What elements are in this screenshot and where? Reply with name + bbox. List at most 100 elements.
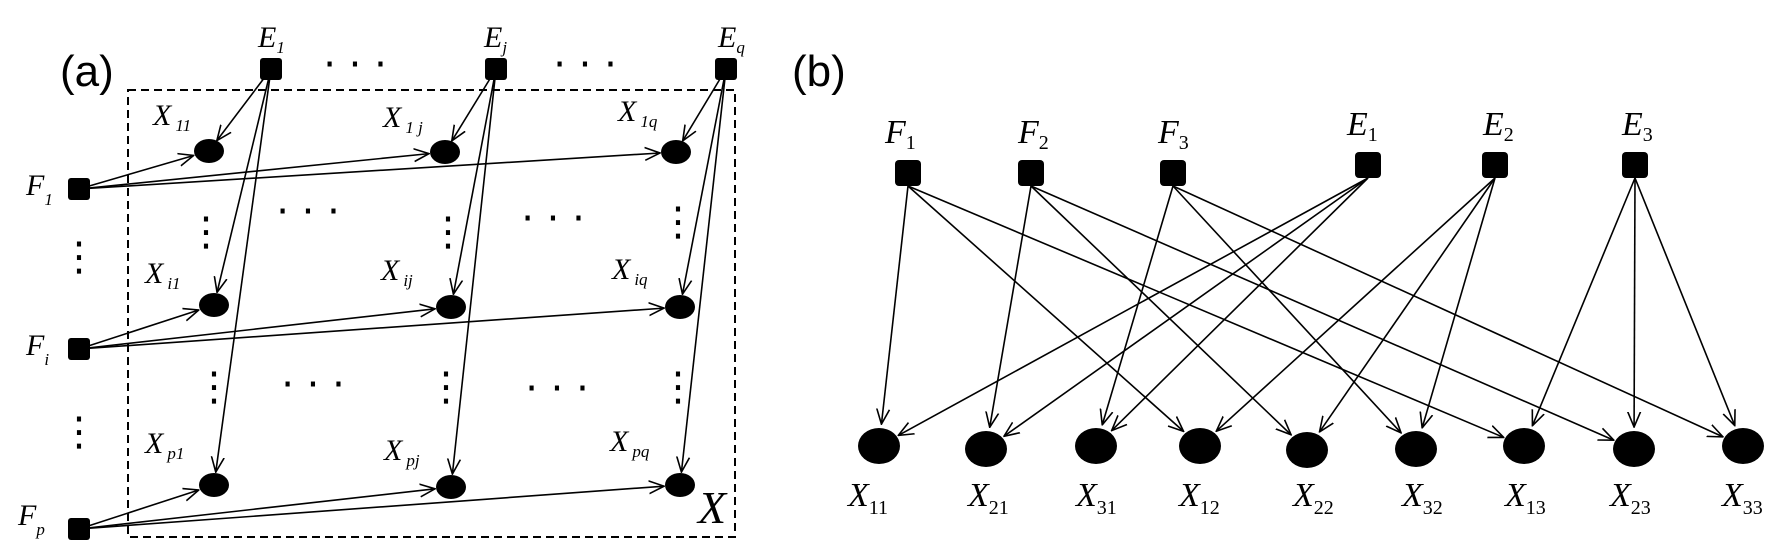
b-source-node-e2 bbox=[1482, 152, 1508, 178]
b-target-node-x21 bbox=[965, 431, 1007, 467]
edge-eq-xpq bbox=[681, 68, 727, 472]
b-target-node-x32 bbox=[1395, 431, 1437, 467]
vdots-col1-lower: ⋮ bbox=[194, 364, 234, 410]
b-target-node-x31 bbox=[1075, 428, 1117, 464]
b-label-f2: F2 bbox=[1017, 114, 1049, 154]
edge-fp-xpq bbox=[78, 486, 664, 530]
ellipsis-row2-left: · · · bbox=[281, 362, 345, 408]
ellipsis-row1-right: · · · bbox=[521, 196, 585, 242]
edge-e3-x33 bbox=[1634, 177, 1735, 426]
b-target-node-x11 bbox=[858, 428, 900, 464]
b-label-x13: X13 bbox=[1503, 477, 1546, 519]
b-target-node-x22 bbox=[1286, 432, 1328, 468]
edge-fp-xp1 bbox=[78, 490, 199, 530]
b-source-node-f3 bbox=[1160, 160, 1186, 186]
matrix-x-label: X bbox=[696, 482, 728, 533]
b-label-x22: X22 bbox=[1291, 477, 1334, 519]
edge-e3-x23 bbox=[1634, 177, 1635, 427]
panel-b: (b) F1 F2 F3 E1 E2 E3 X11 X21 X31 X12 X2… bbox=[792, 47, 1764, 519]
source-node-f1 bbox=[68, 178, 90, 200]
edge-e3-x13 bbox=[1532, 177, 1636, 426]
edge-f1-x1q bbox=[78, 153, 660, 190]
cell-node-xpj bbox=[436, 475, 466, 499]
b-source-node-f1 bbox=[895, 160, 921, 186]
edge-ej-x1j bbox=[452, 68, 497, 141]
edge-e2-x22 bbox=[1320, 177, 1496, 432]
b-target-node-x13 bbox=[1503, 428, 1545, 464]
edge-fi-xi1 bbox=[78, 310, 199, 350]
b-source-node-e3 bbox=[1622, 152, 1648, 178]
edge-e2-x12 bbox=[1216, 177, 1496, 431]
b-label-e2: E2 bbox=[1482, 106, 1514, 146]
b-label-x21: X21 bbox=[966, 477, 1009, 519]
cell-node-xi1 bbox=[199, 293, 229, 317]
label-fi: Fi bbox=[25, 329, 49, 369]
cell-node-xiq bbox=[665, 295, 695, 319]
edge-f1-x11 bbox=[78, 155, 194, 190]
edge-fi-xij bbox=[78, 309, 435, 350]
source-node-e1 bbox=[260, 58, 282, 80]
b-label-x33: X33 bbox=[1720, 477, 1763, 519]
edge-f1-x12 bbox=[907, 185, 1184, 431]
b-label-x23: X23 bbox=[1608, 477, 1651, 519]
b-target-node-x33 bbox=[1722, 428, 1764, 464]
edge-ej-xpj bbox=[452, 68, 497, 474]
b-label-x32: X32 bbox=[1400, 477, 1443, 519]
edge-e1-x11 bbox=[217, 68, 272, 141]
edge-eq-xiq bbox=[682, 68, 727, 294]
edge-fi-xiq bbox=[78, 308, 664, 350]
b-label-e1: E1 bbox=[1346, 106, 1378, 146]
edge-e2-x32 bbox=[1422, 177, 1496, 428]
edge-e1-x21 bbox=[1004, 177, 1369, 436]
panel-a-edges bbox=[78, 68, 727, 530]
edge-f2-x22 bbox=[1030, 185, 1291, 435]
edge-f3-x31 bbox=[1102, 185, 1174, 425]
vdots-rows-upper: ⋮ bbox=[59, 234, 99, 280]
vdots-rows-lower: ⋮ bbox=[59, 409, 99, 455]
b-target-node-x12 bbox=[1179, 428, 1221, 464]
edge-fp-xpj bbox=[78, 489, 435, 530]
vdots-colq-lower: ⋮ bbox=[658, 364, 698, 410]
ellipsis-row1-left: · · · bbox=[276, 189, 340, 235]
ellipsis-top-right: · · · bbox=[553, 42, 617, 88]
ellipsis-row2-right: · · · bbox=[525, 366, 589, 412]
edge-f1-x1j bbox=[78, 154, 429, 190]
panel-b-label: (b) bbox=[792, 47, 846, 96]
cell-node-xp1 bbox=[199, 473, 229, 497]
matrix-boundary-box bbox=[127, 89, 736, 538]
b-label-x11: X11 bbox=[846, 477, 888, 519]
edge-e1-xp1 bbox=[216, 68, 272, 472]
label-f1: F1 bbox=[25, 169, 53, 209]
edge-f3-x32 bbox=[1172, 185, 1401, 433]
ellipsis-top-left: · · · bbox=[323, 42, 387, 88]
b-label-e3: E3 bbox=[1621, 106, 1653, 146]
edge-eq-x1q bbox=[683, 68, 727, 141]
cell-node-x1j bbox=[430, 140, 460, 164]
b-target-node-x23 bbox=[1613, 431, 1655, 467]
cell-node-xij bbox=[436, 295, 466, 319]
b-label-f3: F3 bbox=[1157, 114, 1189, 154]
edge-ej-xij bbox=[453, 68, 497, 294]
cell-node-x11 bbox=[194, 139, 224, 163]
vdots-colj-lower: ⋮ bbox=[426, 364, 466, 410]
edge-f2-x23 bbox=[1030, 185, 1614, 440]
label-e1: E1 bbox=[257, 21, 285, 57]
source-node-ej bbox=[485, 58, 507, 80]
cell-node-x1q bbox=[661, 140, 691, 164]
label-fp: Fp bbox=[17, 499, 45, 539]
edge-f3-x33 bbox=[1172, 185, 1723, 437]
source-node-fi bbox=[68, 338, 90, 360]
edge-f1-x13 bbox=[907, 185, 1504, 437]
b-label-x31: X31 bbox=[1074, 477, 1117, 519]
panel-b-edges bbox=[881, 177, 1735, 440]
